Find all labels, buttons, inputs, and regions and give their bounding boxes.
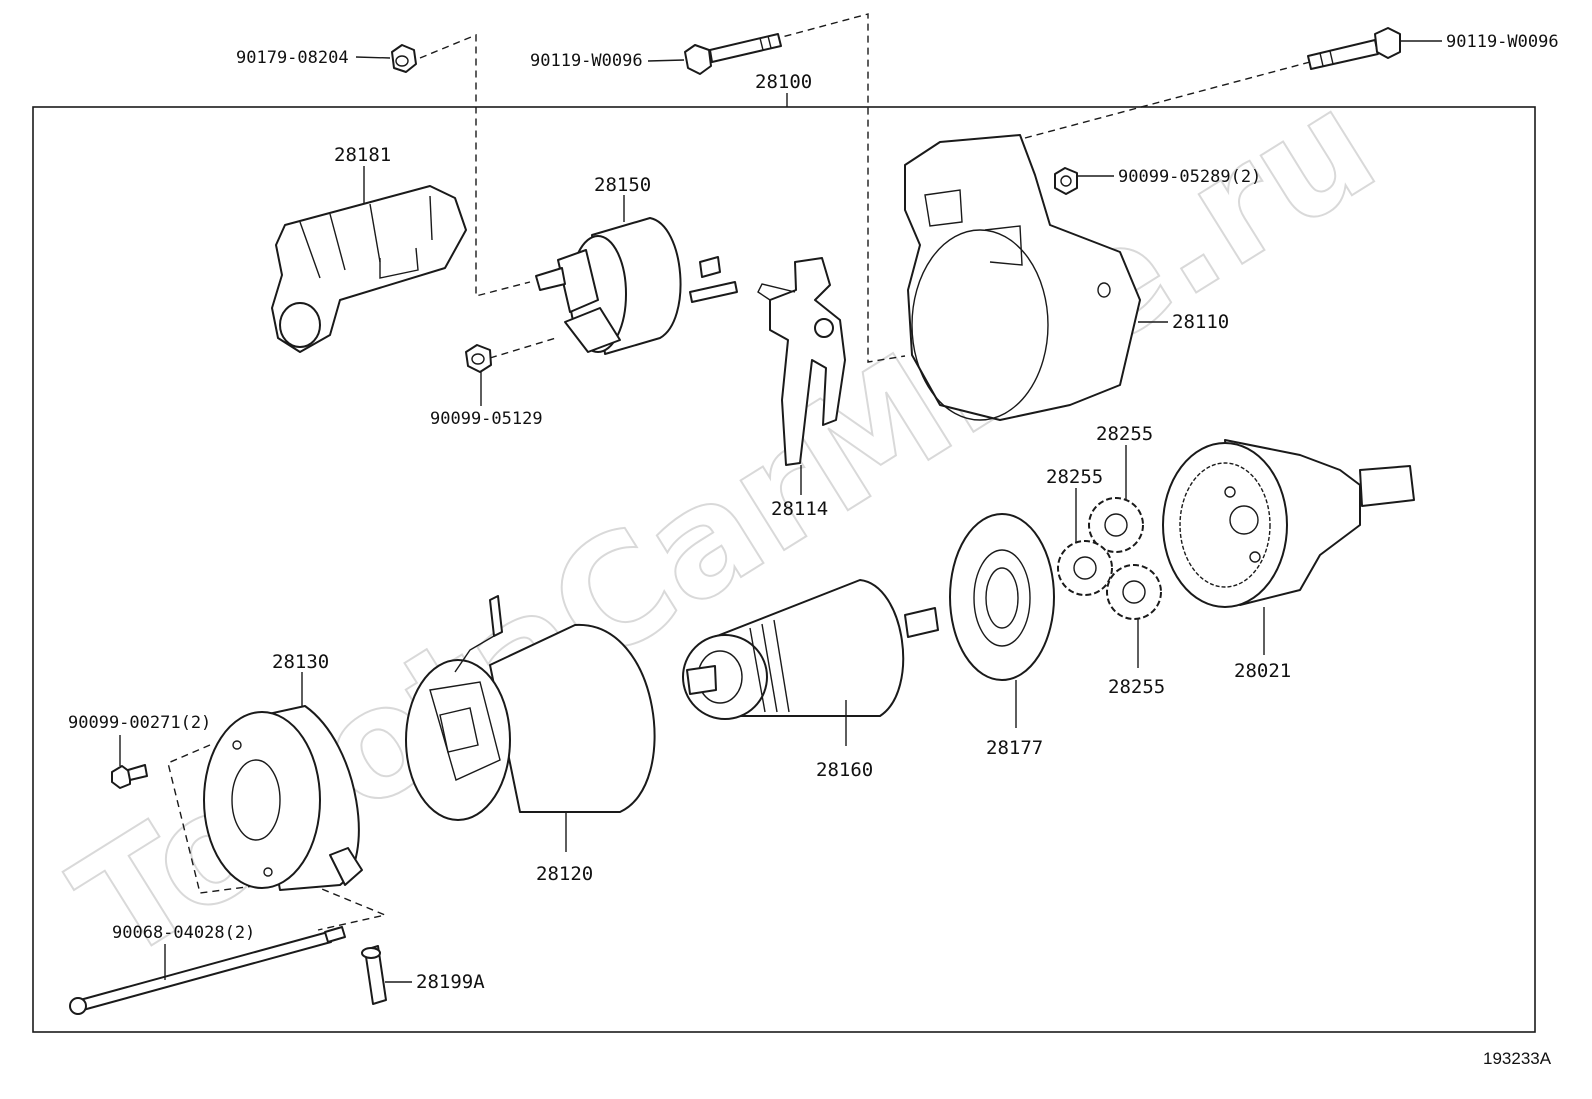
label-90119-w0096-right: 90119-W0096	[1446, 32, 1559, 52]
label-90179-08204: 90179-08204	[236, 48, 349, 68]
bolt-90068-04028: 90068-04028(2)	[69, 923, 346, 1015]
label-90099-05289: 90099-05289(2)	[1118, 167, 1261, 187]
bolt-90099-05289: 90099-05289(2)	[1054, 167, 1261, 195]
label-28120: 28120	[536, 863, 593, 885]
label-90119-w0096-left: 90119-W0096	[530, 51, 643, 71]
part-28150-solenoid: 28150	[535, 174, 738, 355]
assembly-frame	[32, 106, 1536, 1033]
nut-90099-05129: 90099-05129	[430, 344, 543, 429]
part-28181-cover: 28181	[271, 144, 467, 353]
bolt-90119-w0096-left: 90119-W0096	[530, 33, 782, 75]
assembly-label: 28100	[755, 71, 812, 93]
screw-90099-00271: 90099-00271(2)	[68, 713, 211, 789]
label-28160: 28160	[816, 759, 873, 781]
label-28110: 28110	[1172, 311, 1229, 333]
part-28120-yoke: 28120	[405, 595, 656, 885]
label-90099-05129: 90099-05129	[430, 409, 543, 429]
part-28130-end-frame: 28130	[203, 651, 363, 891]
label-28177: 28177	[986, 737, 1043, 759]
nut-90179-08204: 90179-08204	[236, 44, 417, 73]
part-28110-housing: 28110	[904, 134, 1229, 421]
label-28181: 28181	[334, 144, 391, 166]
part-28160-armature: 28160	[682, 579, 939, 781]
label-28021: 28021	[1234, 660, 1291, 682]
label-90099-00271: 90099-00271(2)	[68, 713, 211, 733]
part-28021-clutch: 28021	[1162, 439, 1415, 682]
part-28255-gears: 28255 28255 28255	[1046, 423, 1165, 698]
part-28199a: 28199A	[361, 945, 485, 1005]
bolt-90119-w0096-right: 90119-W0096	[1307, 27, 1559, 70]
part-28177-plate: 28177	[949, 513, 1055, 759]
label-28130: 28130	[272, 651, 329, 673]
label-90068-04028: 90068-04028(2)	[112, 923, 255, 943]
label-28255-top: 28255	[1096, 423, 1153, 445]
label-28199a: 28199A	[416, 971, 485, 993]
figure-id: 193233A	[1483, 1049, 1552, 1068]
label-28255-bottom: 28255	[1108, 676, 1165, 698]
label-28150: 28150	[594, 174, 651, 196]
label-28255-middle: 28255	[1046, 466, 1103, 488]
label-28114: 28114	[771, 498, 828, 520]
part-28114-lever: 28114	[757, 257, 846, 520]
